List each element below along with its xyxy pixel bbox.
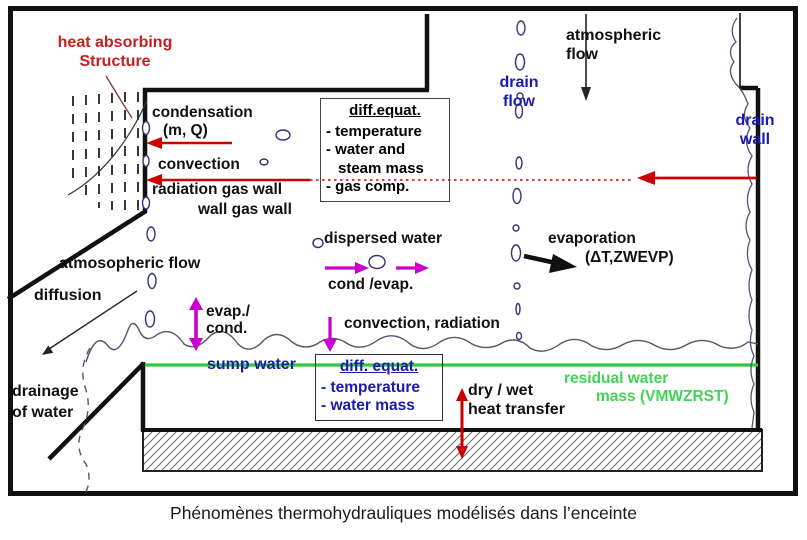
drainage-curve <box>78 347 91 493</box>
drain-flow-label: drain flow <box>499 74 539 110</box>
structure-spline <box>67 99 148 196</box>
diff-equat-box-gas-title: diff.equat. <box>349 102 421 119</box>
diff-equat-box-sump: diff. equat. - temperature - water mass <box>315 354 443 421</box>
condensation-label: condensation (m, Q) <box>152 104 253 139</box>
containment-walls <box>6 14 761 461</box>
figure-border <box>8 6 798 496</box>
diff-equat-box-sump-title: diff. equat. <box>339 358 419 375</box>
dispersed-water-label: dispersed water <box>324 230 443 247</box>
atmosopheric-flow-label: atmosopheric flow <box>59 255 201 272</box>
evaporation-arrow <box>523 253 577 273</box>
dry-wet-label: dry / wet heat transfer <box>468 382 565 418</box>
diff-equat-box-gas: diff.equat. - temperature - water and st… <box>320 98 450 202</box>
convection-arrow <box>146 174 632 186</box>
heat-absorbing-line2: Structure <box>79 53 151 70</box>
convection-radiation-arrow <box>323 317 337 352</box>
evaporation-label: evaporation <box>548 230 636 247</box>
atmospheric-flow-arrow <box>581 14 591 101</box>
heat-absorbing-label: heat absorbing Structure <box>40 33 190 71</box>
diffusion-label: diffusion <box>34 287 102 304</box>
wall-gas-wall-label: wall gas wall <box>198 201 292 218</box>
dry-wet-heat-arrow <box>456 388 468 459</box>
residual-water-label-2: mass (VMWZRST) <box>596 388 729 405</box>
figure-caption: Phénomènes thermohydrauliques modélisés … <box>170 503 637 523</box>
hatched-floor <box>141 428 763 472</box>
condensation-arrow <box>146 137 232 149</box>
atmospheric-flow-label: atmospheric flow <box>566 27 662 63</box>
convection-label: convection <box>158 156 240 173</box>
diffusion-arrow <box>42 290 138 355</box>
droplet-column <box>510 20 526 341</box>
residual-water-label-1: residual water <box>564 370 669 387</box>
radiation-gas-wall-label: radiation gas wall <box>152 181 283 198</box>
evaporation-params-label: (ΔT,ZWEVP) <box>585 249 674 266</box>
heat-absorbing-line1: heat absorbing <box>57 34 173 51</box>
structure-hatching <box>72 92 139 210</box>
evap-cond-arrow <box>189 297 203 351</box>
water-surface-wave <box>85 322 759 363</box>
scattered-droplets <box>141 120 386 328</box>
cond-evap-label: cond /evap. <box>328 276 414 293</box>
sump-water-label: sump water <box>207 356 296 373</box>
drainage-label: drainage of water <box>12 383 79 421</box>
wall-drain-arrow <box>637 171 757 185</box>
dispersed-water-arrows <box>325 262 429 274</box>
convection-radiation-label: convection, radiation <box>344 315 500 332</box>
evap-cond-label: evap./ cond. <box>206 303 250 337</box>
drain-wall-label: drain wall <box>735 112 775 148</box>
structure-label-pointer <box>105 75 133 119</box>
drain-film-line <box>729 17 755 429</box>
